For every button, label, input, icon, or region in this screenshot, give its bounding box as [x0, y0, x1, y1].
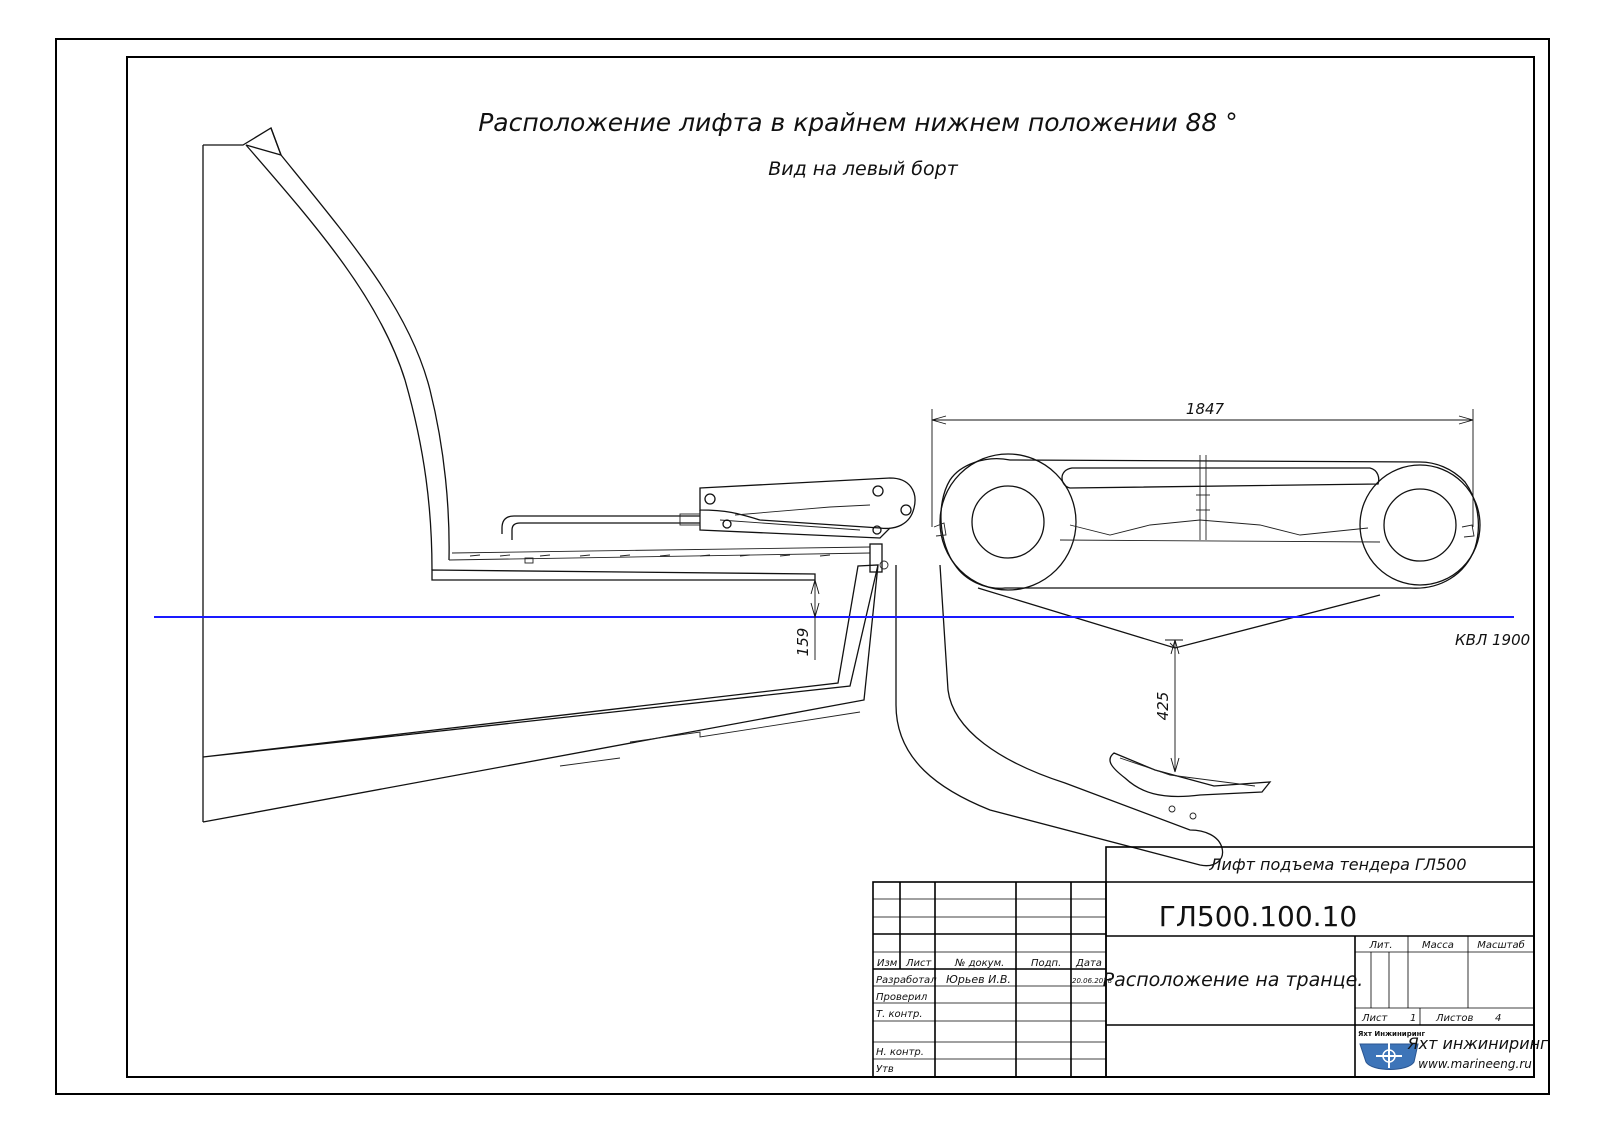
sheets-value: 4	[1495, 1013, 1501, 1024]
logo-caption: Яхт Инжиниринг	[1358, 1030, 1425, 1038]
hull-profile	[202, 127, 879, 823]
tender-boat	[933, 453, 1481, 649]
dimension-length: 1847	[931, 400, 1474, 527]
sheets-label: Листов	[1435, 1013, 1473, 1024]
sheet-title: Расположение на транце.	[1103, 969, 1364, 991]
freeboard-label: 159	[794, 628, 812, 657]
mass-label: Масса	[1422, 940, 1454, 951]
document-code: ГЛ500.100.10	[1159, 900, 1357, 933]
col-list: Лист	[905, 958, 933, 969]
drawing-subtitle: Вид на левый борт	[768, 158, 958, 180]
lift-arm-mechanism	[501, 477, 1272, 867]
inner-frame	[126, 56, 1535, 1078]
row-checked: Проверил	[876, 992, 928, 1003]
outer-frame	[55, 38, 1550, 1095]
waterline-label: КВЛ 1900	[1455, 631, 1530, 649]
drawing-title: Расположение лифта в крайнем нижнем поло…	[478, 108, 1238, 137]
row-ncontrol: Н. контр.	[876, 1047, 924, 1058]
lit-label: Лит.	[1368, 940, 1392, 951]
dimension-depth: 425	[1154, 639, 1183, 773]
col-date: Дата	[1075, 958, 1102, 969]
dimension-freeboard: 159	[794, 579, 820, 660]
row-approved: Утв	[876, 1064, 894, 1075]
row-developed: Разработал	[876, 974, 937, 986]
col-izm: Изм	[877, 958, 898, 969]
sheet-label: Лист	[1361, 1013, 1389, 1024]
developer-name: Юрьев И.В.	[946, 973, 1011, 986]
depth-label: 425	[1154, 692, 1172, 721]
company-logo: Яхт Инжиниринг	[1358, 1030, 1425, 1070]
col-sign: Подп.	[1031, 958, 1061, 969]
length-label: 1847	[1186, 400, 1225, 418]
col-doc: № докум.	[954, 958, 1004, 969]
company-site: www.marineeng.ru	[1418, 1057, 1532, 1071]
title-block: Лифт подъема тендера ГЛ500 ГЛ500.100.10 …	[872, 846, 1550, 1078]
product-name: Лифт подъема тендера ГЛ500	[1209, 855, 1467, 874]
sheet-value: 1	[1410, 1013, 1416, 1024]
company-name: Яхт инжиниринг	[1407, 1034, 1550, 1053]
developed-date: 20.06.2018	[1072, 977, 1113, 985]
row-tcontrol: Т. контр.	[876, 1009, 923, 1020]
scale-label: Масштаб	[1477, 939, 1525, 951]
